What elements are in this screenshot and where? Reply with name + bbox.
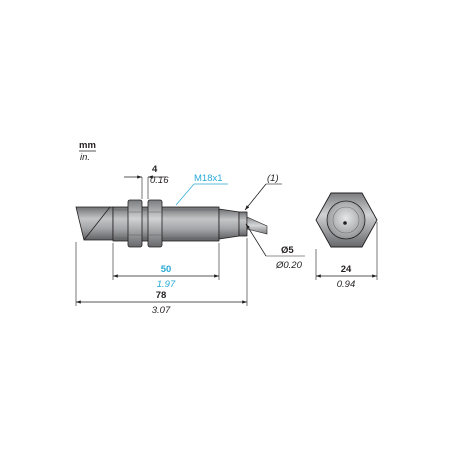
nut-left <box>127 199 143 248</box>
across-flats-in: 0.94 <box>337 279 356 290</box>
sensor-face-end <box>75 206 114 241</box>
sensing-face-circle <box>326 200 366 240</box>
flat-thickness-mm: 4 <box>152 164 158 175</box>
flat-thickness-in: 0.16 <box>150 175 169 186</box>
units-legend: mm in. <box>79 140 96 163</box>
indicator-dot <box>343 221 347 225</box>
dim-thread-callout: M18x1 <box>175 173 228 206</box>
sensing-face-inner-ring <box>332 206 360 234</box>
cable-gland <box>238 211 248 237</box>
face-bevel-line <box>83 206 111 241</box>
cable-diameter-leader <box>245 223 267 257</box>
cable-diameter-mm: Ø5 <box>281 245 294 256</box>
dim-flat-thickness: 4 0.16 <box>124 164 169 199</box>
unit-mm: mm <box>79 140 96 151</box>
dim-overall-length: 78 3.07 <box>75 238 248 316</box>
side-view <box>75 199 268 248</box>
thread-label: M18x1 <box>194 173 223 184</box>
cable-diameter-in: Ø0.20 <box>275 260 303 271</box>
dim-cable-diameter: Ø5 Ø0.20 <box>245 223 305 271</box>
rear-shoulder <box>218 208 240 240</box>
across-flats-mm: 24 <box>341 264 352 275</box>
dim-cable-note: (1) <box>244 173 282 211</box>
cable <box>246 216 268 235</box>
overall-length-mm: 78 <box>156 290 167 301</box>
front-view <box>315 192 378 248</box>
thread-length-in: 1.97 <box>157 279 176 290</box>
cable-note-label: (1) <box>267 173 279 184</box>
nut-right <box>147 199 163 248</box>
thread-leader <box>175 183 195 206</box>
overall-length-in: 3.07 <box>152 305 171 316</box>
dim-across-flats: 24 0.94 <box>315 222 378 290</box>
cable-note-leader <box>244 183 267 211</box>
thread-length-mm: 50 <box>161 264 172 275</box>
dim-thread-length: 50 1.97 <box>112 243 220 290</box>
unit-in: in. <box>80 152 90 163</box>
